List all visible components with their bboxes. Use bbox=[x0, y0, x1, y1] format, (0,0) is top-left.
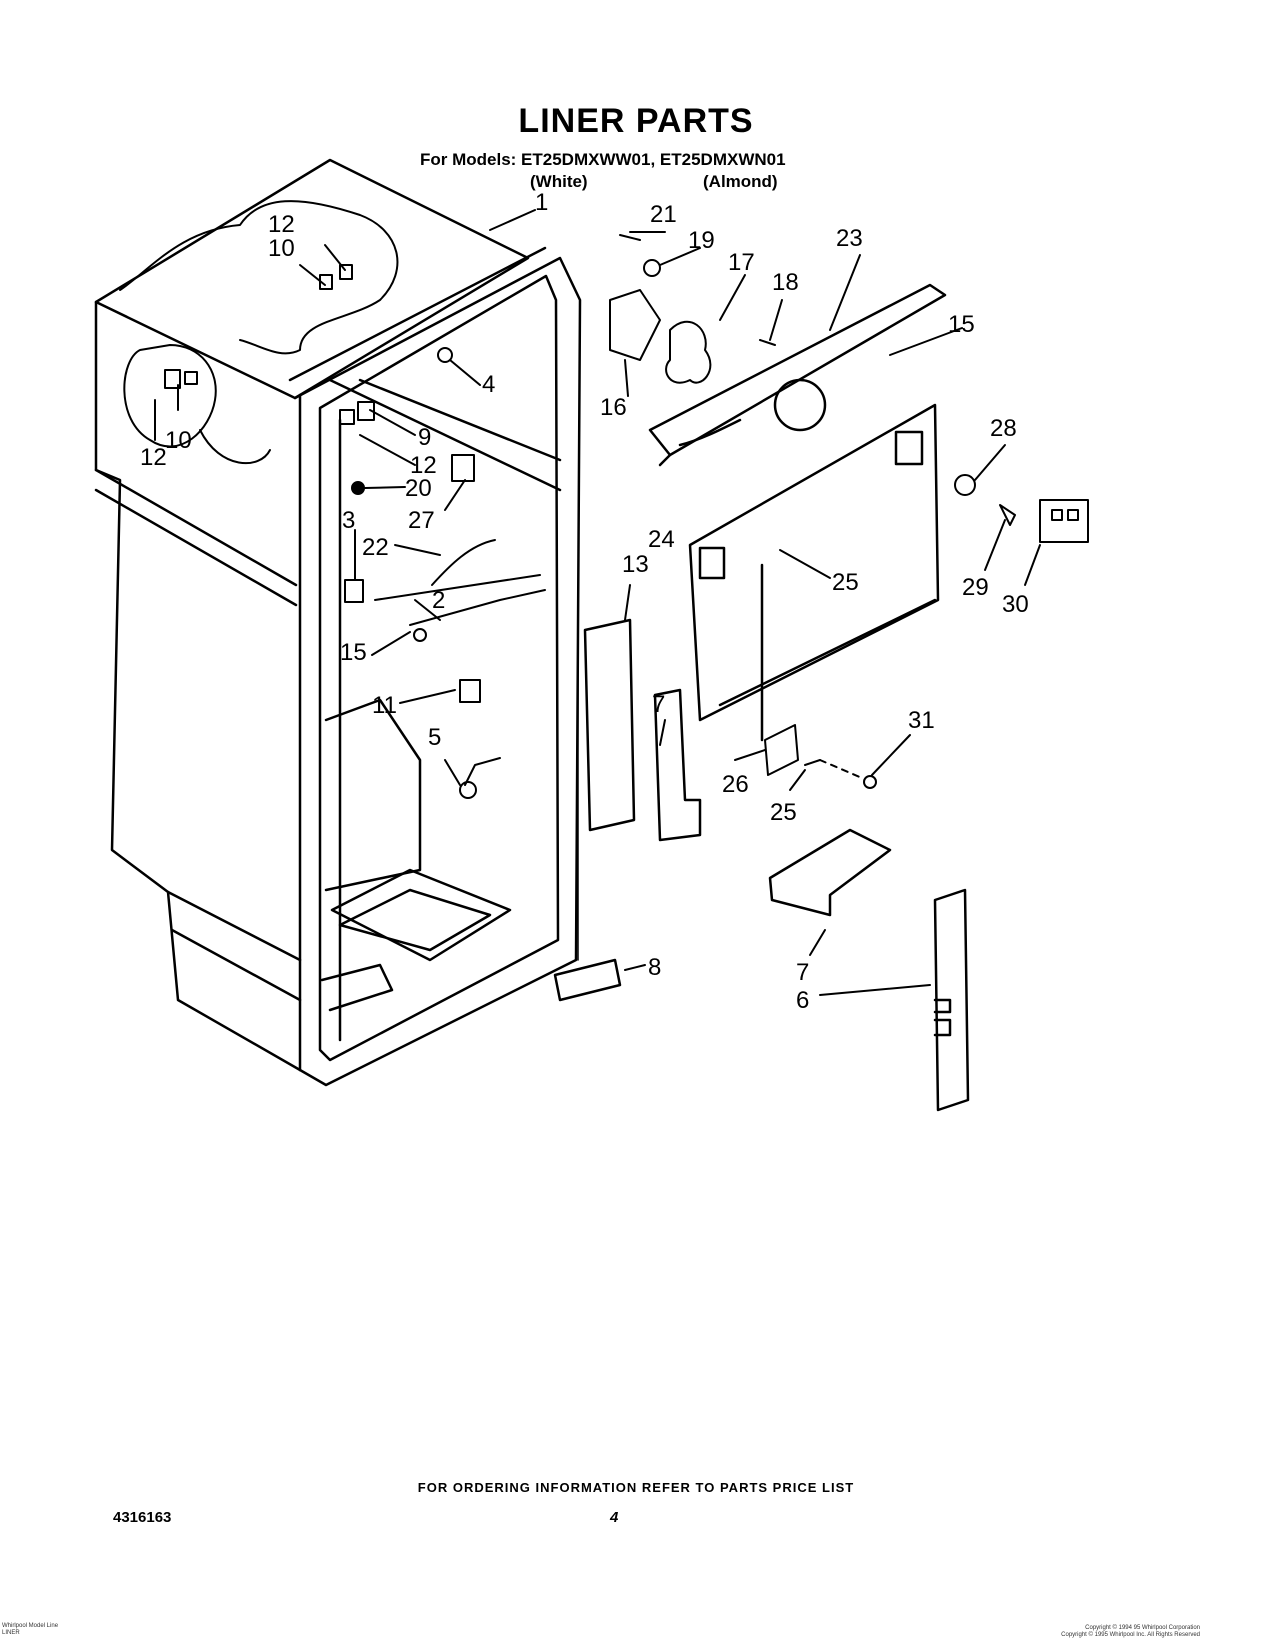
callout-26: 26 bbox=[722, 771, 749, 798]
callout-11: 11 bbox=[372, 692, 397, 719]
bracket-parts bbox=[764, 724, 821, 776]
callout-12a: 12 bbox=[268, 211, 295, 238]
interior-parts bbox=[339, 347, 546, 799]
part-number: 4316163 bbox=[113, 1509, 172, 1526]
stamp-right-line: Copyright © 1994 95 Whirlpool Corporatio… bbox=[1085, 1625, 1200, 1631]
callout-10a: 10 bbox=[268, 235, 295, 262]
color-white-label: (White) bbox=[530, 172, 588, 191]
callout-3: 3 bbox=[342, 507, 355, 534]
callout-15b: 15 bbox=[340, 639, 367, 666]
stamp-right-line: Copyright © 1995 Whirlpool Inc. All Righ… bbox=[1061, 1632, 1200, 1638]
callout-31: 31 bbox=[908, 707, 935, 734]
color-almond-label: (Almond) bbox=[703, 172, 778, 191]
fan-motor-assembly bbox=[609, 234, 776, 384]
callout-6: 6 bbox=[796, 987, 809, 1014]
callout-15a: 15 bbox=[948, 311, 975, 338]
callout-12c: 12 bbox=[140, 444, 167, 471]
callout-10b: 10 bbox=[165, 427, 192, 454]
callout-18: 18 bbox=[772, 269, 799, 296]
callout-5: 5 bbox=[428, 724, 441, 751]
callout-12b: 12 bbox=[410, 452, 437, 479]
callout-29: 29 bbox=[962, 574, 989, 601]
top-compartment-wiring bbox=[119, 200, 399, 464]
callout-16: 16 bbox=[600, 394, 627, 421]
callout-27: 27 bbox=[408, 507, 435, 534]
page-title: LINER PARTS bbox=[518, 102, 754, 140]
stamp-left-line: Whirlpool Model Line bbox=[2, 1623, 59, 1629]
callout-30: 30 bbox=[1002, 591, 1029, 618]
callout-9: 9 bbox=[418, 424, 431, 451]
control-parts bbox=[819, 474, 1089, 789]
callout-21: 21 bbox=[650, 201, 677, 228]
callout-numbers: 1 2 3 4 5 6 7 7 8 9 10 10 10 11 12 12 12… bbox=[140, 189, 1029, 1014]
callout-7a: 7 bbox=[652, 691, 665, 718]
callout-8: 8 bbox=[648, 954, 661, 981]
evaporator-cover bbox=[648, 283, 947, 467]
callout-1: 1 bbox=[535, 189, 548, 216]
callout-24: 24 bbox=[648, 526, 675, 553]
stamp-left-line: LINER bbox=[2, 1630, 20, 1636]
callout-7b: 7 bbox=[796, 959, 809, 986]
ordering-note: FOR ORDERING INFORMATION REFER TO PARTS … bbox=[417, 1480, 855, 1495]
callout-20: 20 bbox=[405, 475, 432, 502]
callout-4: 4 bbox=[482, 371, 495, 398]
callout-13: 13 bbox=[622, 551, 649, 578]
callout-25a: 25 bbox=[832, 569, 859, 596]
callout-25b: 25 bbox=[770, 799, 797, 826]
callout-23: 23 bbox=[836, 225, 863, 252]
callout-17: 17 bbox=[728, 249, 755, 276]
rear-panel bbox=[688, 403, 940, 742]
callout-28: 28 bbox=[990, 415, 1017, 442]
callout-2: 2 bbox=[432, 587, 445, 614]
stamp-right: Copyright © 1994 95 Whirlpool Corporatio… bbox=[1061, 1625, 1200, 1639]
callout-22: 22 bbox=[362, 534, 389, 561]
panel-parts bbox=[553, 599, 970, 1112]
models-line: For Models: ET25DMXWW01, ET25DMXWN01 bbox=[420, 150, 786, 169]
stamp-left: Whirlpool Model Line LINER bbox=[2, 1623, 58, 1637]
page-number: 4 bbox=[610, 1509, 619, 1526]
callout-19: 19 bbox=[688, 227, 715, 254]
leader-lines bbox=[154, 209, 1041, 996]
